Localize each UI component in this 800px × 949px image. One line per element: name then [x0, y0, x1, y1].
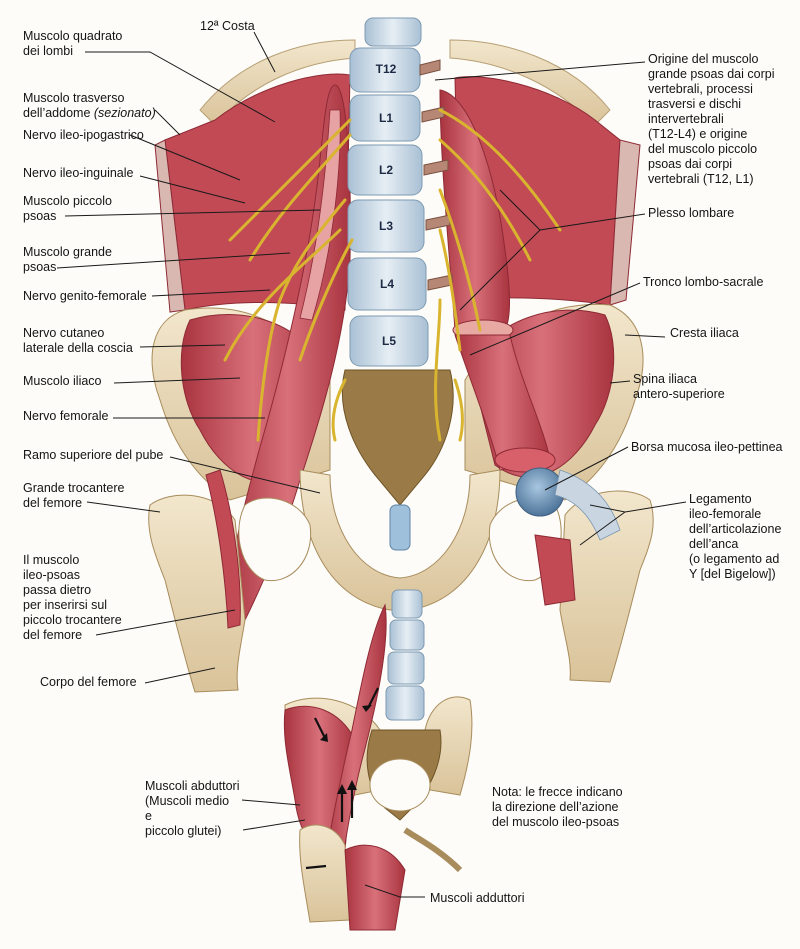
vertebra-label-l1: L1 — [379, 111, 393, 125]
vertebra-label-t12: T12 — [376, 62, 397, 76]
pubic-symphysis — [389, 504, 411, 551]
label-trasverso-italic: (sezionato) — [93, 106, 156, 120]
label-origine-grande-psoas: Origine del muscolo grande psoas dai cor… — [648, 52, 775, 186]
psoas-minor-left — [299, 109, 341, 321]
label-nervo-ileo-ipogastrico: Nervo ileo-ipogastrico — [23, 128, 144, 142]
note-frecce: Nota: le frecce indicano la direzione de… — [492, 785, 623, 829]
obturator-left — [238, 497, 312, 582]
pelvic-ring — [299, 469, 501, 611]
label-grande-psoas: Muscolo grande psoas — [23, 245, 112, 274]
vertebra-label-l2: L2 — [379, 163, 393, 177]
label-ramo-pube: Ramo superiore del pube — [23, 448, 164, 462]
label-legamento-ileo-femorale: Legamento ileo-femorale dell’articolazio… — [689, 492, 782, 581]
iliofemoral-ligament — [554, 469, 621, 541]
vertebra-label-l4: L4 — [380, 277, 394, 291]
sacrum — [341, 369, 454, 506]
transversus-right — [609, 139, 641, 306]
vertebra-label-l5: L5 — [382, 334, 396, 348]
label-piccolo-psoas: Muscolo piccolo psoas — [23, 194, 112, 223]
label-tronco-lombo-sacrale: Tronco lombo-sacrale — [643, 275, 764, 289]
lumbar-spine — [347, 17, 453, 367]
label-nervo-femorale: Nervo femorale — [23, 409, 109, 423]
leader-lines — [56, 31, 687, 898]
label-cresta-iliaca: Cresta iliaca — [670, 326, 739, 340]
label-costa-12: 12ª Costa — [200, 19, 255, 33]
psoas-major-right — [439, 89, 510, 331]
label-ileo-psoas-passa: Il muscolo ileo-psoas passa dietro per i… — [23, 553, 122, 642]
transversus-left — [154, 139, 186, 313]
label-spina-iliaca: Spina iliaca antero-superiore — [633, 372, 725, 401]
right-thigh-muscle — [534, 534, 576, 606]
label-nervo-ileo-inguinale: Nervo ileo-inguinale — [23, 166, 134, 180]
rib-12-right — [449, 39, 611, 126]
label-grande-trocantere: Grande trocantere del femore — [23, 481, 125, 510]
inset-iliopsoas-action — [283, 589, 473, 931]
label-genito-femorale: Nervo genito-femorale — [23, 289, 147, 303]
action-arrows — [305, 687, 379, 870]
vertebra-label-l3: L3 — [379, 219, 393, 233]
label-trasverso-text: Muscolo trasverso dell’addome — [23, 91, 125, 120]
label-corpo-femore: Corpo del femore — [40, 675, 137, 689]
label-muscoli-adduttori: Muscoli adduttori — [430, 891, 525, 905]
label-plesso-lombare: Plesso lombare — [648, 206, 735, 220]
label-quadrato-lombi: Muscolo quadrato dei lombi — [23, 29, 123, 58]
label-trasverso-addome: Muscolo trasverso dell’addome (sezionato… — [23, 91, 156, 121]
lumbar-plexus-nerves — [223, 108, 562, 442]
iliopsoas-insertion-left — [205, 469, 241, 629]
label-muscoli-abduttori: Muscoli abduttori (Muscoli medio e picco… — [145, 779, 240, 838]
iliopsoas-cut-right — [494, 447, 556, 473]
label-cutaneo-laterale: Nervo cutaneo laterale della coscia — [23, 326, 133, 355]
label-muscolo-iliaco: Muscolo iliaco — [23, 374, 102, 388]
label-borsa-mucosa: Borsa mucosa ileo-pettinea — [631, 440, 783, 454]
